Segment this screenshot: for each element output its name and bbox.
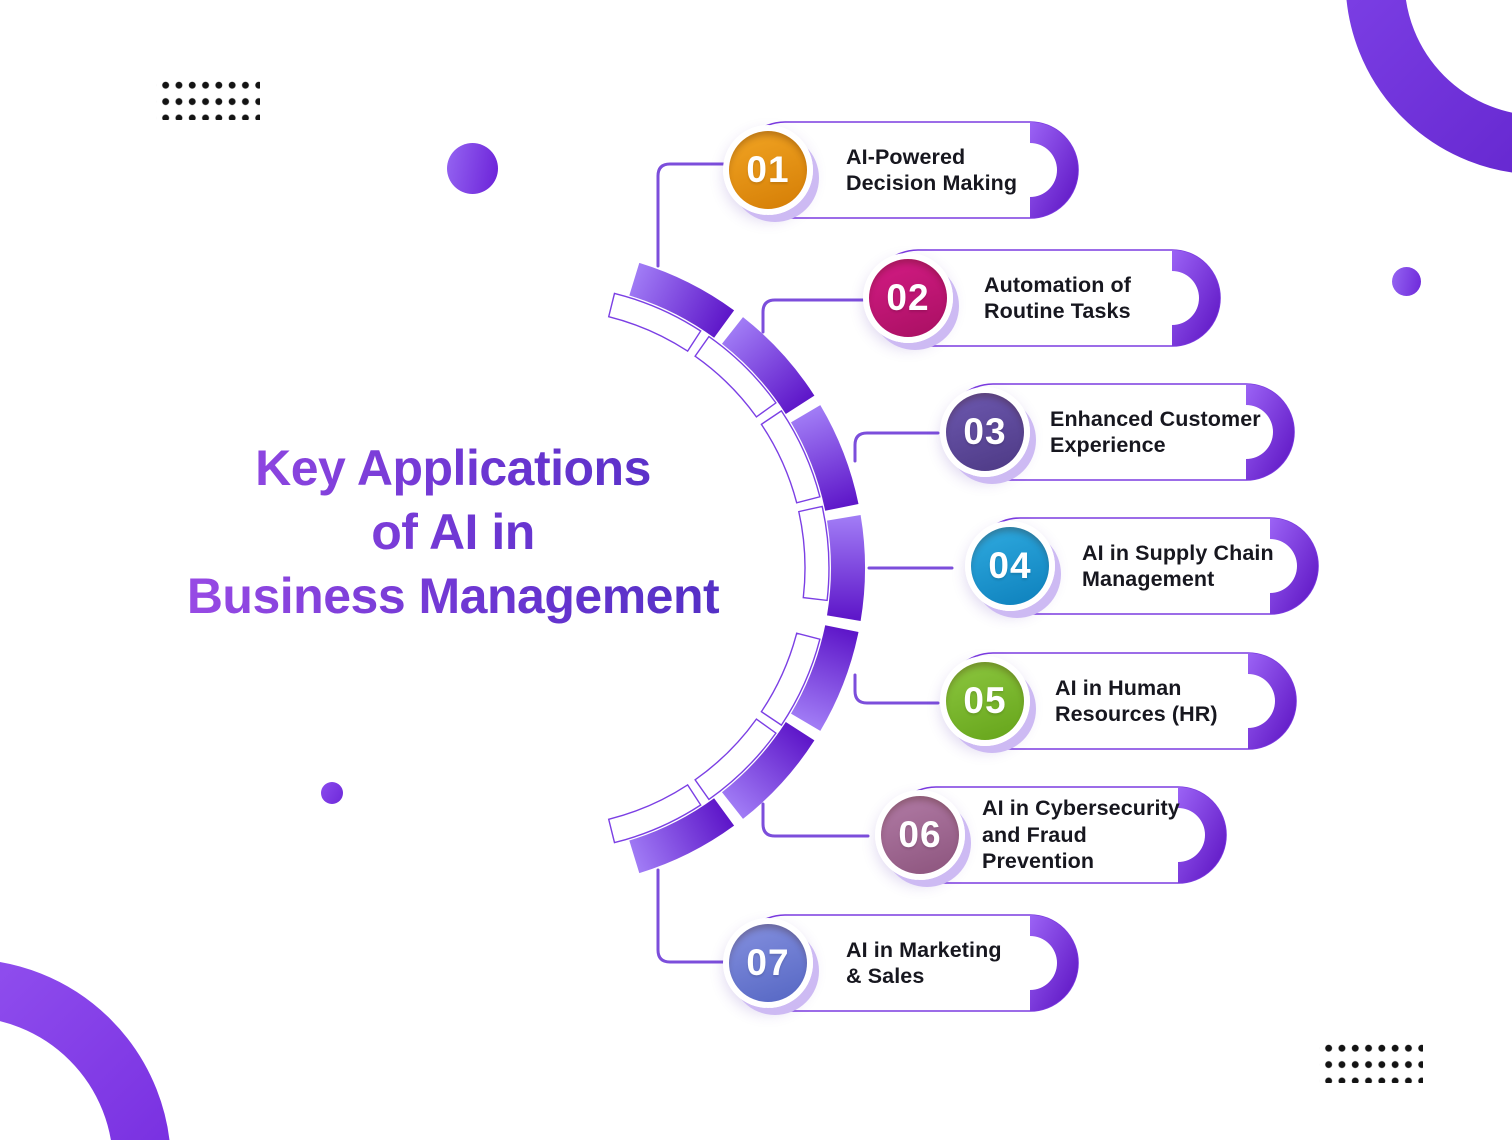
decor-circle-left (321, 782, 343, 804)
pill-4-cap (1270, 518, 1318, 614)
pill-6-line-2: and Fraud (982, 822, 1087, 847)
pill-1-line-1: AI-Powered (846, 144, 966, 169)
arc-ring (607, 262, 866, 874)
arc-segment-4 (797, 505, 866, 621)
pill-6-cap (1178, 787, 1226, 883)
arc-segment-7 (607, 783, 735, 874)
pill-5-line-1: AI in Human (1055, 675, 1182, 700)
pill-4-label: AI in Supply Chain Management (1082, 518, 1287, 614)
corner-ring-bottom-left (0, 962, 170, 1140)
dot-grid-top-left (156, 74, 260, 120)
title-line-3: Business Management (186, 568, 720, 624)
pill-2-line-2: Routine Tasks (984, 299, 1131, 323)
dot-grid-bottom-right (1319, 1037, 1423, 1083)
title-line-1: Key Applications (255, 440, 651, 496)
arc-segment-3 (760, 405, 859, 511)
badge-06-number: 06 (898, 814, 942, 855)
arc-segment-5 (760, 625, 859, 731)
connector-lines (656, 162, 954, 964)
arc-segment-2 (694, 317, 815, 418)
pill-3-cap (1246, 384, 1294, 480)
pill-7-cap (1030, 915, 1078, 1011)
pill-2-line-1: Automation of (984, 272, 1131, 297)
badge-01-number: 01 (746, 149, 790, 190)
decor-circle-large (447, 143, 498, 194)
pill-6-line-1: AI in Cybersecurity (982, 796, 1180, 821)
pill-3-line-1: Enhanced Customer (1050, 406, 1261, 431)
pill-1-label: AI-Powered Decision Making (846, 122, 1046, 218)
badge-01: 01 (723, 125, 813, 215)
pill-5-line-2: Resources (HR) (1055, 702, 1218, 726)
decor-circle-right (1392, 267, 1421, 296)
pill-7-label: AI in Marketing & Sales (846, 915, 1046, 1011)
pill-1-line-2: Decision Making (846, 171, 1018, 195)
pill-2-cap (1172, 250, 1220, 346)
connector-5 (853, 673, 940, 705)
pill-2-label: Automation of Routine Tasks (984, 250, 1184, 346)
badge-02-number: 02 (886, 277, 930, 318)
badge-03: 03 (940, 387, 1030, 477)
pill-7 (736, 914, 1079, 1012)
badge-06: 06 (875, 790, 965, 880)
badge-02: 02 (863, 253, 953, 343)
badge-05: 05 (940, 656, 1030, 746)
pill-7-line-1: AI in Marketing (846, 937, 1002, 962)
pill-3-line-2: Experience (1050, 433, 1166, 457)
page-title: Key Applications of AI in Business Manag… (128, 436, 778, 628)
pill-4-line-1: AI in Supply Chain (1082, 540, 1274, 565)
pill-7-line-2: & Sales (846, 964, 925, 988)
arc-segment-6 (694, 718, 815, 819)
pill-6-label: AI in Cybersecurity and Fraud Prevention (982, 787, 1192, 883)
arc-segment-1 (607, 262, 735, 353)
pill-3 (944, 383, 1295, 481)
corner-ring-top-right (1346, 0, 1512, 173)
badge-03-number: 03 (963, 411, 1007, 452)
badge-07: 07 (723, 918, 813, 1008)
badge-04-number: 04 (988, 545, 1032, 586)
connector-7 (656, 868, 732, 964)
pill-shapes (736, 121, 1319, 1012)
badge-07-number: 07 (746, 942, 790, 983)
connector-1 (656, 162, 732, 268)
pill-6-line-3: Prevention (982, 849, 1095, 874)
pill-3-label: Enhanced Customer Experience (1050, 384, 1265, 480)
connector-2 (761, 298, 870, 334)
pill-4-line-2: Management (1082, 567, 1215, 591)
title-line-2: of AI in (371, 504, 535, 560)
badge-05-number: 05 (963, 680, 1007, 721)
badge-04: 04 (965, 521, 1055, 611)
pill-5-cap (1248, 653, 1296, 749)
connector-6 (761, 802, 870, 838)
pill-5-label: AI in Human Resources (HR) (1055, 653, 1260, 749)
pill-1-cap (1030, 122, 1078, 218)
connector-3 (853, 431, 940, 463)
